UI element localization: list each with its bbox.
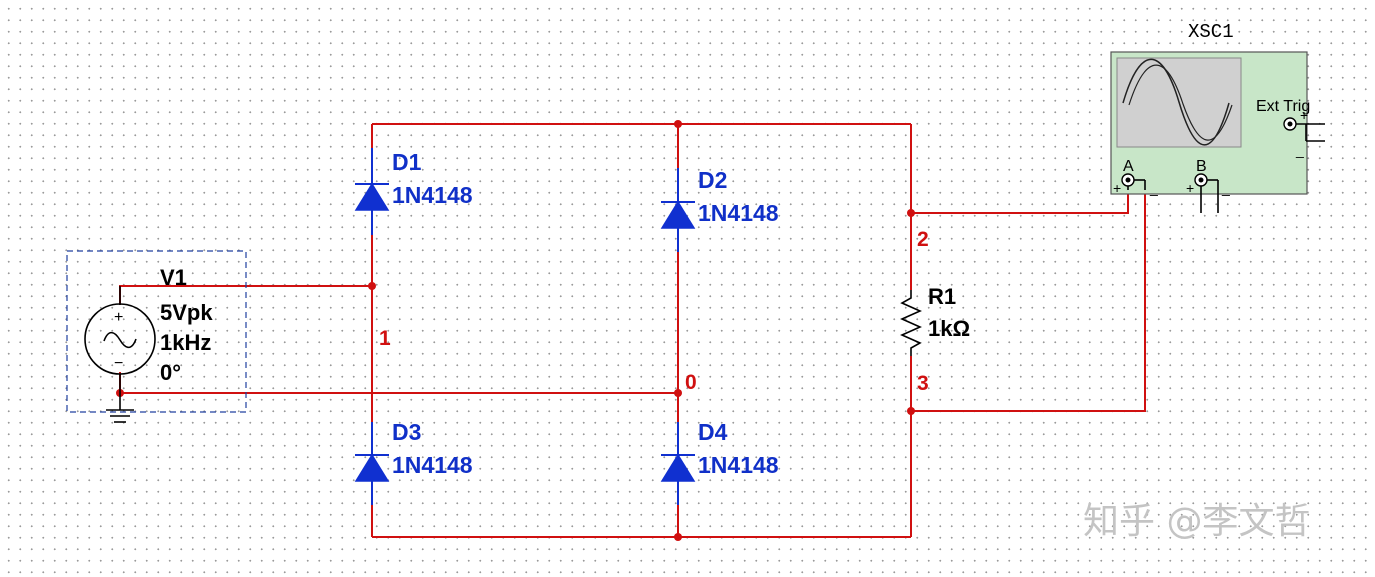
ext-trig-minus: _ bbox=[1295, 142, 1304, 158]
ext-trig-terminal[interactable] bbox=[1283, 117, 1325, 142]
channel-a-terminal[interactable] bbox=[1121, 173, 1146, 190]
diode-d1-ref: D1 bbox=[392, 149, 422, 175]
watermark-text: 知乎 @李文哲 bbox=[1083, 501, 1310, 542]
diode-d3-part: 1N4148 bbox=[392, 452, 473, 478]
channel-b-minus: _ bbox=[1221, 180, 1230, 196]
diode-d3-ref: D3 bbox=[392, 419, 421, 445]
scope-channel-a-label: A bbox=[1123, 158, 1134, 175]
net-label-2: 2 bbox=[917, 228, 929, 251]
diode-d2[interactable]: D2 1N4148 bbox=[660, 167, 779, 252]
junctions bbox=[116, 120, 915, 541]
wire-node3-scope-a-minus bbox=[911, 190, 1146, 412]
diode-triangle bbox=[354, 182, 390, 211]
source-phase-label: 0° bbox=[160, 360, 181, 385]
ext-trig-plus: + bbox=[1300, 107, 1308, 123]
diode-d2-part: 1N4148 bbox=[698, 200, 779, 226]
resistor-zigzag bbox=[900, 290, 922, 356]
scope-channel-b-label: B bbox=[1196, 158, 1207, 175]
resistor-r1[interactable]: R1 1kΩ bbox=[900, 284, 970, 356]
diode-d1-part: 1N4148 bbox=[392, 182, 473, 208]
channel-b-terminal[interactable] bbox=[1194, 173, 1219, 213]
junction-dot bbox=[907, 209, 915, 217]
source-plus-sign: + bbox=[114, 309, 123, 326]
channel-b-plus: + bbox=[1186, 180, 1194, 196]
source-amplitude-label: 5Vpk bbox=[160, 300, 213, 325]
junction-dot bbox=[907, 407, 915, 415]
diode-d4-ref: D4 bbox=[698, 419, 728, 445]
scope-trace-2 bbox=[1128, 64, 1233, 141]
diode-d4-part: 1N4148 bbox=[698, 452, 779, 478]
diode-d2-ref: D2 bbox=[698, 167, 727, 193]
junction-dot bbox=[674, 389, 682, 397]
ground-icon bbox=[106, 393, 134, 423]
oscilloscope-xsc1[interactable]: XSC1 Ext Trig + _ A + _ B bbox=[1110, 21, 1325, 213]
diode-d4[interactable]: D4 1N4148 bbox=[660, 419, 779, 505]
resistor-value-label: 1kΩ bbox=[928, 316, 970, 341]
diode-triangle bbox=[660, 453, 696, 482]
diode-d1[interactable]: D1 1N4148 bbox=[354, 148, 473, 235]
wires bbox=[119, 123, 1146, 538]
diode-triangle bbox=[354, 453, 390, 482]
junction-dot bbox=[674, 533, 682, 541]
source-frequency-label: 1kHz bbox=[160, 330, 211, 355]
diode-triangle bbox=[660, 200, 696, 229]
junction-dot bbox=[368, 282, 376, 290]
channel-a-minus: _ bbox=[1149, 180, 1158, 196]
net-label-1: 1 bbox=[379, 327, 391, 350]
wire-node2-scope-a bbox=[911, 190, 1129, 214]
scope-ext-trig-label: Ext Trig bbox=[1256, 98, 1310, 115]
channel-a-plus: + bbox=[1113, 180, 1121, 196]
source-ref-label: V1 bbox=[160, 265, 187, 290]
resistor-ref-label: R1 bbox=[928, 284, 956, 309]
net-label-0: 0 bbox=[685, 371, 697, 394]
net-label-3: 3 bbox=[917, 372, 929, 395]
source-selection-box bbox=[66, 250, 247, 413]
junction-dot bbox=[674, 120, 682, 128]
ac-source-v1[interactable]: + − V1 5Vpk 1kHz 0° bbox=[66, 250, 247, 423]
source-minus-sign: − bbox=[114, 355, 123, 372]
diode-d3[interactable]: D3 1N4148 bbox=[354, 419, 473, 505]
scope-ref-label: XSC1 bbox=[1188, 21, 1234, 43]
wire-source-minus bbox=[119, 372, 678, 394]
sine-wave-icon bbox=[103, 331, 137, 349]
